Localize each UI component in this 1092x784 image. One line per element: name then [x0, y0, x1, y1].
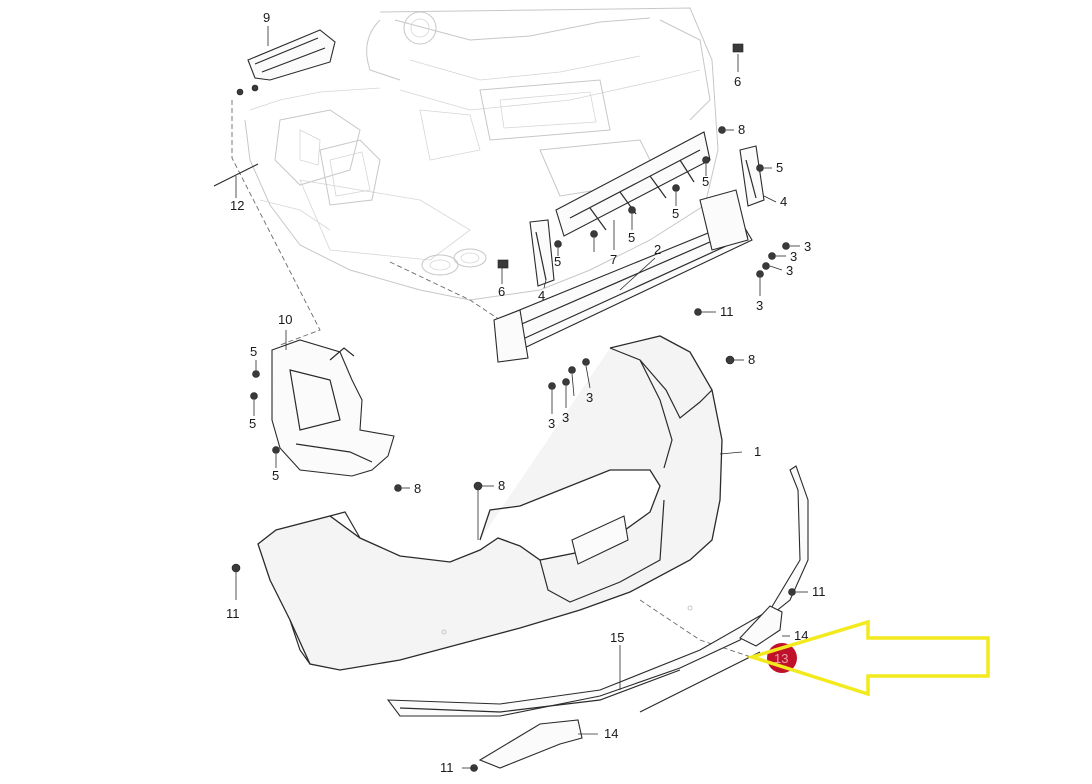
- label-15: 15: [610, 630, 624, 645]
- yellow-pointer-arrow: [746, 619, 990, 697]
- label-4: 4: [538, 288, 545, 303]
- label-13: 13: [774, 651, 788, 666]
- fasteners: [231, 43, 796, 772]
- label-3: 3: [786, 263, 793, 278]
- label-7: 7: [610, 252, 617, 267]
- part-4-brackets: [529, 145, 765, 287]
- label-5: 5: [702, 174, 709, 189]
- part-9-bracket: [236, 29, 336, 96]
- label-3: 3: [562, 410, 569, 425]
- label-11: 11: [720, 304, 734, 319]
- label-14: 14: [604, 726, 618, 741]
- label-5: 5: [249, 416, 256, 431]
- label-5: 5: [776, 160, 783, 175]
- label-6: 6: [734, 74, 741, 89]
- label-2: 2: [654, 242, 661, 257]
- label-5: 5: [628, 230, 635, 245]
- label-3: 3: [548, 416, 555, 431]
- part-13-strip: [639, 651, 761, 713]
- part-15-diffuser: [386, 465, 809, 717]
- part-12-strip: [213, 163, 259, 198]
- label-11: 11: [812, 584, 826, 599]
- part-1-bumper-cover: [257, 335, 743, 671]
- label-3: 3: [804, 239, 811, 254]
- label-5: 5: [554, 254, 561, 269]
- label-3: 3: [790, 249, 797, 264]
- part-2-impact-bar: [493, 189, 753, 363]
- label-8: 8: [414, 481, 421, 496]
- label-12: 12: [230, 198, 244, 213]
- label-11: 11: [226, 606, 240, 621]
- part-10-side-bracket: [271, 330, 395, 477]
- label-10: 10: [278, 312, 292, 327]
- label-6: 6: [498, 284, 505, 299]
- label-5: 5: [672, 206, 679, 221]
- leader-lines: [235, 26, 808, 769]
- section-outline: [231, 100, 761, 661]
- label-5: 5: [250, 344, 257, 359]
- label-8: 8: [498, 478, 505, 493]
- label-9: 9: [263, 10, 270, 25]
- part-14-end-pieces: [478, 605, 790, 769]
- label-3: 3: [756, 298, 763, 313]
- label-8: 8: [748, 352, 755, 367]
- label-5: 5: [272, 468, 279, 483]
- label-4: 4: [780, 194, 787, 209]
- part-7-absorber: [555, 131, 711, 250]
- label-1: 1: [754, 444, 761, 459]
- label-3: 3: [586, 390, 593, 405]
- label-8: 8: [738, 122, 745, 137]
- label-11: 11: [440, 760, 454, 775]
- car-body-ghost: [244, 7, 719, 301]
